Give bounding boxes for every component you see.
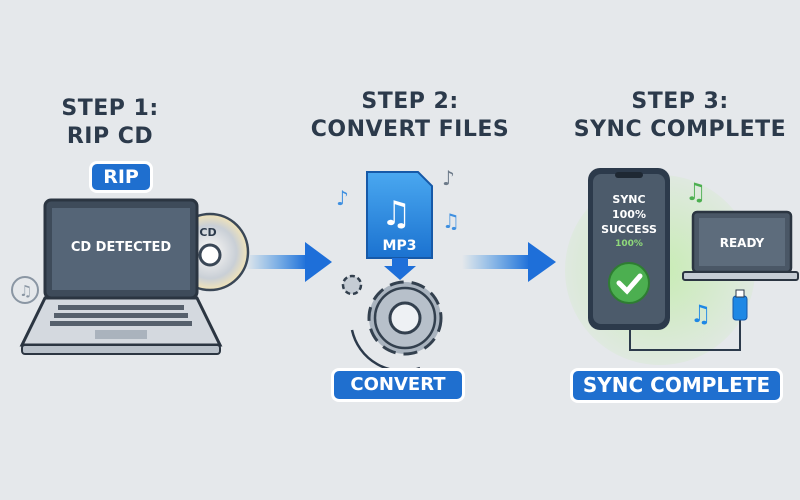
svg-text:♫: ♫ [685,178,707,206]
music-note-icon: ♫ [11,276,39,304]
step-3-name: SYNC COMPLETE [573,117,787,142]
success-text: SUCCESS [601,223,657,236]
step-3-label: STEP 3: [631,89,729,114]
ready-text: READY [719,236,765,250]
music-note-icon: ♪ ♫ ♪ [336,166,460,233]
rip-badge: RIP [92,164,150,190]
progress-percent: 100% [615,239,643,249]
svg-text:♫: ♫ [442,209,460,233]
svg-text:♫: ♫ [381,194,411,234]
sync-complete-badge: SYNC COMPLETE [573,371,780,400]
step-3-title: STEP 3: SYNC COMPLETE [560,88,800,144]
usb-cable-icon [629,289,748,351]
step-1-name: RIP CD [66,124,154,149]
step-1-label: STEP 1: [61,96,159,121]
mp3-label: MP3 [382,238,417,254]
convert-badge: CONVERT [334,371,462,399]
arrow-right-icon [462,242,556,282]
checkmark-icon [608,262,650,304]
disc-label: CD [199,226,217,239]
svg-text:♫: ♫ [690,300,712,328]
music-note-icon: ♫♫ [685,178,712,328]
svg-text:♫: ♫ [19,282,32,300]
cd-detected-screen-text: CD DETECTED [70,240,172,255]
svg-text:♪: ♪ [336,186,349,210]
step-2-label: STEP 2: [361,89,459,114]
svg-text:♪: ♪ [442,166,455,190]
mp3-file-icon: ♫ [366,171,433,280]
step-2-title: STEP 2: CONVERT FILES [300,88,520,144]
sync-text: SYNC [612,193,646,206]
laptop-icon [19,198,223,355]
sync-percent: 100% [612,208,646,221]
laptop-icon [682,210,799,281]
step-2-name: CONVERT FILES [310,117,510,142]
step-1-title: STEP 1: RIP CD [20,95,200,151]
gear-icon [341,274,443,373]
phone-screen-text: SYNC 100% SUCCESS 100% [593,192,665,252]
arrow-right-icon [245,242,332,282]
